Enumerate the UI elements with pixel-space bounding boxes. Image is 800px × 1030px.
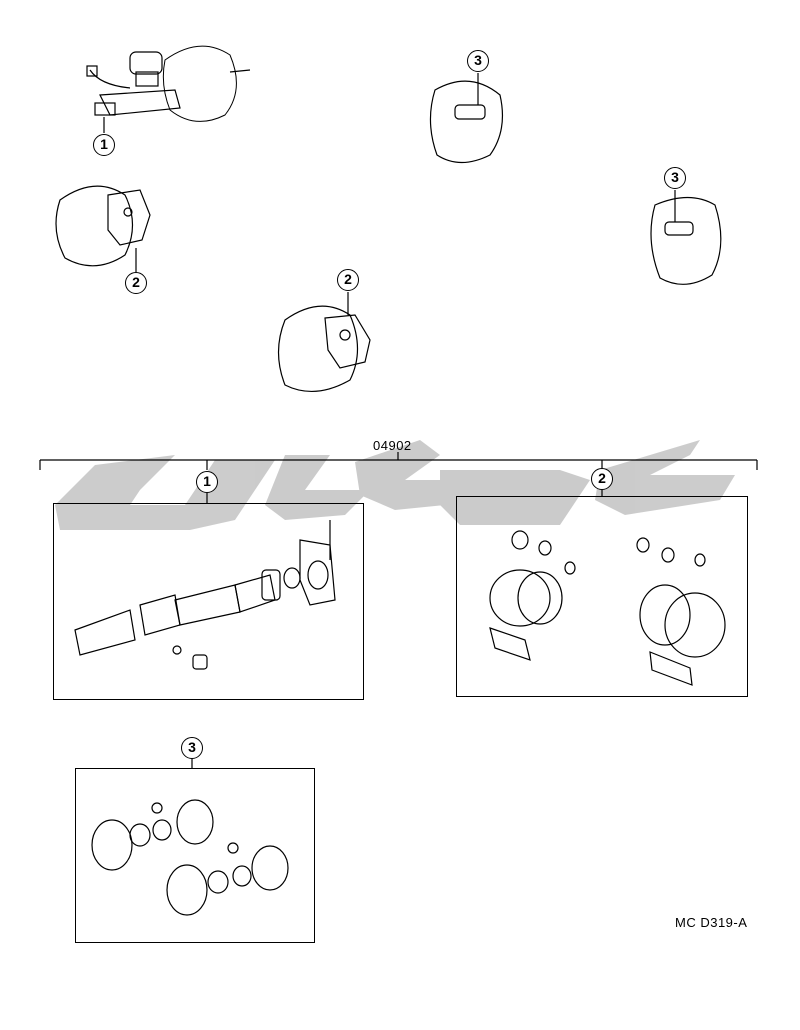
kit-number-label: 04902 [373,438,412,453]
callout-caliper-left: 2 [125,272,147,294]
diagram-code: MC D319-A [675,915,748,930]
kit-1-callout: 1 [196,471,218,493]
caliper-left-assembly [55,185,151,272]
caliper-center-assembly [277,292,371,393]
kit-2-box [456,496,748,697]
callout-master-cylinder: 1 [93,134,115,156]
kit-3-callout: 3 [181,737,203,759]
drum-top-assembly [429,73,504,164]
callout-caliper-center: 2 [337,269,359,291]
master-cylinder-assembly [86,45,251,133]
kit-1-box [53,503,364,700]
drum-right-assembly [650,190,722,285]
callout-drum-right: 3 [664,167,686,189]
kit-2-callout: 2 [591,468,613,490]
kit-3-parts [91,799,289,916]
kit-1-parts [74,520,336,670]
kit-3-box [75,768,315,943]
callout-drum-top: 3 [467,50,489,72]
kit-2-parts [489,530,726,686]
